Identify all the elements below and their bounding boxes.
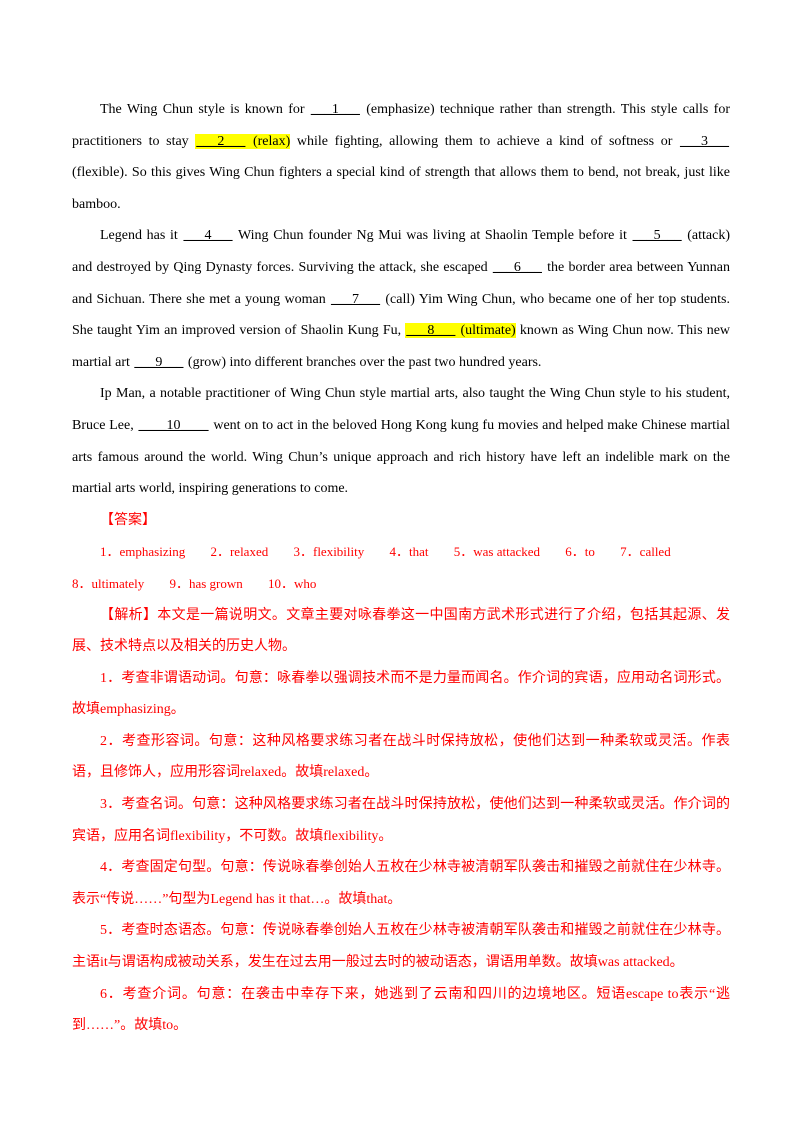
text: the border area between Yunnan and Sichu… bbox=[72, 259, 730, 307]
answer-item: 10．who bbox=[268, 575, 317, 591]
answer-item: 3．flexibility bbox=[293, 544, 365, 560]
hint-ultimate: (ultimate) bbox=[456, 323, 516, 339]
blank-9: ___9___ bbox=[134, 354, 184, 370]
blank-1: ___1___ bbox=[310, 102, 360, 117]
text: The Wing Chun style is known for bbox=[100, 102, 310, 117]
text: (flexible). So this gives Wing Chun figh… bbox=[72, 165, 730, 212]
analysis-summary: 【解析】本文是一篇说明文。文章主要对咏春拳这一中国南方武术形式进行了介绍，包括其… bbox=[72, 607, 730, 655]
analysis-item-2: 2．考查形容词。句意：这种风格要求练习者在战斗时保持放松，使他们达到一种柔软或灵… bbox=[72, 733, 730, 781]
analysis-item-1: 1．考查非谓语动词。句意：咏春拳以强调技术而不是力量而闻名。作介词的宾语，应用动… bbox=[72, 670, 730, 718]
blank-6: ___6___ bbox=[492, 259, 542, 275]
blank-4: ___4___ bbox=[183, 228, 233, 244]
hint-relax: (relax) bbox=[246, 133, 291, 149]
passage-paragraph-1: The Wing Chun style is known for ___1___… bbox=[72, 94, 730, 220]
text: Ip Man, a notable practitioner of Wing C… bbox=[72, 386, 730, 433]
text: (attack) and destroyed by Qing Dynasty f… bbox=[72, 228, 731, 275]
passage-paragraph-2: Legend has it ___4___ Wing Chun founder … bbox=[72, 220, 730, 378]
text: went on to act in the beloved Hong Kong … bbox=[72, 417, 730, 497]
text: while fighting, allowing them to achieve… bbox=[290, 133, 680, 149]
blank-8: ___8___ bbox=[406, 323, 456, 339]
answer-item: 7．called bbox=[620, 544, 671, 560]
passage-paragraph-3: Ip Man, a notable practitioner of Wing C… bbox=[72, 378, 730, 504]
text: Legend has it bbox=[100, 228, 183, 244]
answer-item: 6．to bbox=[565, 544, 595, 560]
answer-item: 5．was attacked bbox=[453, 544, 541, 560]
blank-7: ___7___ bbox=[331, 291, 381, 307]
text: (grow) into different branches over the … bbox=[184, 354, 542, 370]
answer-heading: 【答案】 bbox=[100, 512, 156, 528]
text: known as Wing Chun now. This new martial… bbox=[72, 323, 731, 370]
text: (emphasize) technique rather than streng… bbox=[72, 102, 731, 149]
analysis-item-5: 5．考查时态语态。句意：传说咏春拳创始人五枚在少林寺被清朝军队袭击和摧毁之前就住… bbox=[72, 923, 730, 971]
text: (call) Yim Wing Chun, who became one of … bbox=[72, 291, 730, 339]
analysis-item-3: 3．考查名词。句意：这种风格要求练习者在战斗时保持放松，使他们达到一种柔软或灵活… bbox=[72, 797, 730, 844]
highlighted-blank-2: ___2___ (relax) bbox=[195, 133, 291, 149]
analysis-item-4: 4．考查固定句型。句意：传说咏春拳创始人五枚在少林寺被清朝军队袭击和摧毁之前就住… bbox=[72, 860, 730, 907]
text: Wing Chun founder Ng Mui was living at S… bbox=[233, 228, 632, 244]
answer-list: 1．emphasizing 2．relaxed 3．flexibility 4．… bbox=[72, 536, 730, 599]
answer-item: 9．has grown bbox=[169, 575, 243, 591]
highlighted-blank-8: ___8___ (ultimate) bbox=[405, 323, 516, 339]
answer-item: 4．that bbox=[389, 544, 429, 560]
answer-item: 2．relaxed bbox=[210, 544, 269, 560]
answer-item: 1．emphasizing bbox=[100, 544, 186, 560]
blank-5: ___5___ bbox=[632, 228, 682, 244]
blank-3: ___3___ bbox=[680, 133, 730, 149]
blank-2: ___2___ bbox=[196, 133, 246, 149]
analysis-item-6: 6．考查介词。句意：在袭击中幸存下来，她逃到了云南和四川的边境地区。短语esca… bbox=[72, 986, 730, 1034]
blank-10: ____10____ bbox=[138, 417, 209, 433]
answer-item: 8．ultimately bbox=[72, 575, 145, 591]
